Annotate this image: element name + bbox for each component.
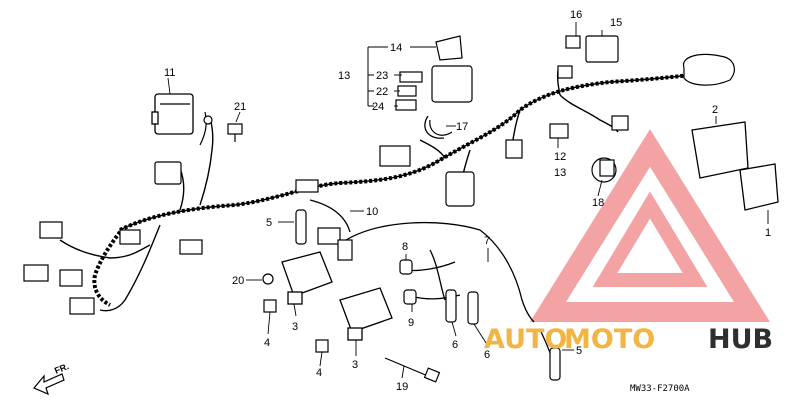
label-part-16: 16	[570, 9, 582, 21]
label-part-5-bottom: 5	[576, 345, 582, 357]
label-part-21: 21	[234, 101, 246, 113]
part-21-bolt	[199, 111, 243, 146]
part-12-connector	[549, 123, 569, 139]
label-part-9: 9	[408, 317, 414, 329]
ignition-coils	[281, 251, 393, 341]
label-part-5-top: 5	[266, 217, 272, 229]
direction-label: FR.	[53, 361, 70, 376]
part-18-clamp	[591, 157, 617, 183]
label-part-12: 12	[554, 151, 566, 163]
relay-cluster	[395, 35, 473, 136]
part-labels: 11 21 14 13 23 22 24 17 16 15 2 1 12 13 …	[164, 9, 771, 393]
label-part-6-left: 6	[452, 339, 458, 351]
front-direction-arrow: FR.	[33, 361, 70, 396]
label-part-2: 2	[712, 104, 718, 116]
label-part-4-right: 4	[316, 367, 322, 379]
label-part-1: 1	[765, 227, 771, 239]
label-part-17: 17	[456, 121, 468, 133]
label-part-4-left: 4	[264, 337, 270, 349]
label-part-24: 24	[372, 101, 384, 113]
diagram-code: MW33-F2700A	[630, 384, 690, 394]
watermark-logo	[530, 129, 770, 322]
label-part-20: 20	[232, 275, 244, 287]
watermark-text-hub: HUB	[708, 324, 773, 355]
part-11-unit	[151, 93, 194, 135]
part-1-2-modules	[691, 121, 779, 211]
harness-connectors	[23, 65, 629, 315]
label-part-13-group: 13	[338, 70, 350, 82]
part-15-16	[565, 35, 735, 86]
plug-caps	[295, 209, 561, 381]
label-part-3-right: 3	[352, 359, 358, 371]
label-part-18: 18	[592, 197, 604, 209]
label-part-23: 23	[376, 70, 388, 82]
label-part-3-left: 3	[292, 321, 298, 333]
label-part-8: 8	[402, 241, 408, 253]
label-part-13: 13	[554, 167, 566, 179]
watermark-text: AUTO MOTO HUB	[484, 324, 773, 355]
label-part-10: 10	[366, 206, 378, 218]
label-part-7: 7	[484, 235, 490, 247]
label-part-11: 11	[164, 67, 175, 79]
part-19-bolt	[384, 357, 441, 383]
label-part-15: 15	[610, 17, 622, 29]
main-harness	[59, 69, 691, 312]
label-part-22: 22	[376, 86, 388, 98]
part-20-nut	[262, 273, 274, 285]
watermark-text-moto: MOTO	[564, 324, 655, 355]
label-part-14: 14	[390, 42, 402, 54]
leader-lines	[167, 22, 769, 379]
part-17-clamp	[424, 115, 445, 139]
label-part-6-right: 6	[484, 349, 490, 361]
watermark-text-auto: AUTO	[484, 324, 567, 355]
label-part-19: 19	[396, 381, 408, 393]
group-13-bracket	[367, 46, 388, 107]
